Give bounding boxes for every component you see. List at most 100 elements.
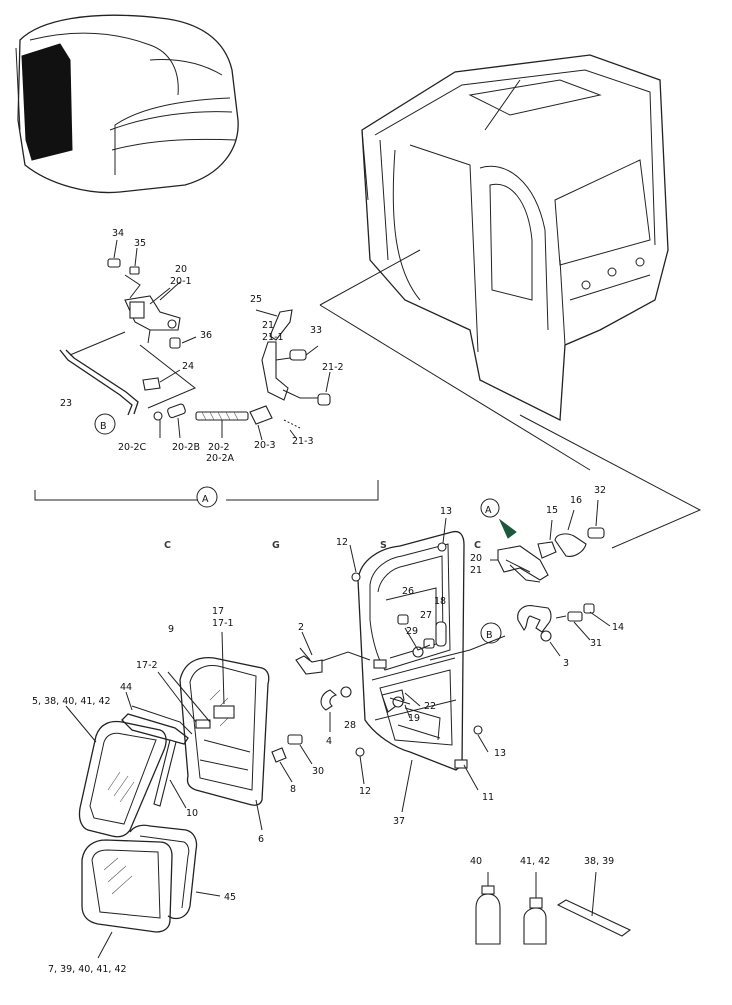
lock-body-20 xyxy=(497,545,549,581)
label-14: 14 xyxy=(612,622,624,633)
label-31: 31 xyxy=(590,638,602,649)
striker-16 xyxy=(554,533,587,557)
cab-door-highlight xyxy=(21,43,73,161)
part-labels: 34 35 20 20-1 36 24 23 20-2C 20-2B 20-2 … xyxy=(32,228,624,975)
label-13-bottom: 13 xyxy=(494,748,506,759)
post-10 xyxy=(153,739,177,807)
label-16: 16 xyxy=(570,495,582,506)
svg-text:B: B xyxy=(100,421,107,432)
label-23: 23 xyxy=(60,398,72,409)
label-21-1: 21-1 xyxy=(262,332,284,343)
leader-line xyxy=(319,304,591,471)
label-17-2: 17-2 xyxy=(136,660,158,671)
label-12-top: 12 xyxy=(336,537,348,548)
label-35: 35 xyxy=(134,238,146,249)
bushing-26 xyxy=(397,614,409,625)
label-34: 34 xyxy=(112,228,124,239)
latch-8 xyxy=(271,747,287,763)
door-37 xyxy=(357,530,465,771)
handle-3 xyxy=(517,605,552,633)
bottle-40 xyxy=(475,893,501,945)
stopper-12 xyxy=(355,747,365,757)
lock-assembly-left xyxy=(59,239,249,439)
hinge-11 xyxy=(454,759,468,769)
bottle-40-cap xyxy=(481,885,495,895)
label-28: 28 xyxy=(344,720,356,731)
label-11: 11 xyxy=(482,792,494,803)
hinge-plate xyxy=(373,659,387,669)
watermark-letter-c2: C xyxy=(474,540,481,551)
glass-6 xyxy=(179,656,270,806)
label-22: 22 xyxy=(424,701,436,712)
label-20-1: 20-1 xyxy=(170,276,192,287)
bolt-34 xyxy=(107,258,121,268)
label-21: 21 xyxy=(262,320,274,331)
plate-15 xyxy=(537,541,557,559)
door-assembly xyxy=(295,517,506,813)
label-32: 32 xyxy=(594,485,606,496)
handle-group xyxy=(517,603,611,657)
label-6: 6 xyxy=(258,834,264,845)
cab-frame-figure xyxy=(361,54,669,422)
svg-text:B: B xyxy=(486,630,493,641)
glass-7 xyxy=(81,839,173,933)
label-20-3: 20-3 xyxy=(254,440,276,451)
slider-17-2 xyxy=(195,719,211,729)
callout-a-left: A xyxy=(196,486,218,508)
label-20: 20 xyxy=(175,264,187,275)
lock-detail-figure xyxy=(490,499,605,583)
watermark-letter-g: G xyxy=(272,540,280,551)
label-33: 33 xyxy=(310,325,322,336)
label-15: 15 xyxy=(546,505,558,516)
label-5-group: 5, 38, 40, 41, 42 xyxy=(32,696,111,707)
pin-20-2B xyxy=(167,403,186,419)
section-line xyxy=(226,480,379,501)
label-24: 24 xyxy=(182,361,194,372)
label-4: 4 xyxy=(326,736,332,747)
end-20-3 xyxy=(249,405,273,425)
label-36: 36 xyxy=(200,330,212,341)
stopper-13-top xyxy=(437,542,447,552)
cover-25 xyxy=(269,309,293,341)
callout-b-left: B xyxy=(94,413,116,435)
label-9: 9 xyxy=(168,624,174,635)
bolt-33 xyxy=(289,349,307,361)
label-44: 44 xyxy=(120,682,132,693)
label-45: 45 xyxy=(224,892,236,903)
label-26: 26 xyxy=(402,586,414,597)
label-12-bottom: 12 xyxy=(359,786,371,797)
label-8: 8 xyxy=(290,784,296,795)
seal-45 xyxy=(129,824,198,920)
handle-4 xyxy=(320,689,338,711)
label-10: 10 xyxy=(186,808,198,819)
nut-35 xyxy=(129,266,140,275)
label-19: 19 xyxy=(408,713,420,724)
bottle-41-42 xyxy=(523,907,547,945)
strip-38-39 xyxy=(556,899,632,937)
label-27: 27 xyxy=(420,610,432,621)
section-line xyxy=(34,490,198,501)
label-40: 40 xyxy=(470,856,482,867)
label-20-2A: 20-2A xyxy=(206,453,235,464)
label-3: 3 xyxy=(563,658,569,669)
glass-assembly xyxy=(65,631,313,959)
nut-14 xyxy=(583,603,595,614)
label-20-2: 20-2 xyxy=(208,442,230,453)
svg-text:A: A xyxy=(485,505,492,516)
label-41-42: 41, 42 xyxy=(520,856,550,867)
nut-27 xyxy=(423,638,435,649)
spacer-28 xyxy=(340,686,352,698)
label-21-2: 21-2 xyxy=(322,362,344,373)
bolt-30 xyxy=(287,734,303,745)
label-37: 37 xyxy=(393,816,405,827)
label-13-top: 13 xyxy=(440,506,452,517)
svg-text:A: A xyxy=(202,494,209,505)
watermark-letter-c1: C xyxy=(164,540,171,551)
label-7-group: 7, 39, 40, 41, 42 xyxy=(48,964,127,975)
stopper-13 xyxy=(473,725,483,735)
label-20-lock: 20 xyxy=(470,553,482,564)
lock-assembly-right xyxy=(249,309,331,441)
cap-21-2 xyxy=(317,393,331,406)
